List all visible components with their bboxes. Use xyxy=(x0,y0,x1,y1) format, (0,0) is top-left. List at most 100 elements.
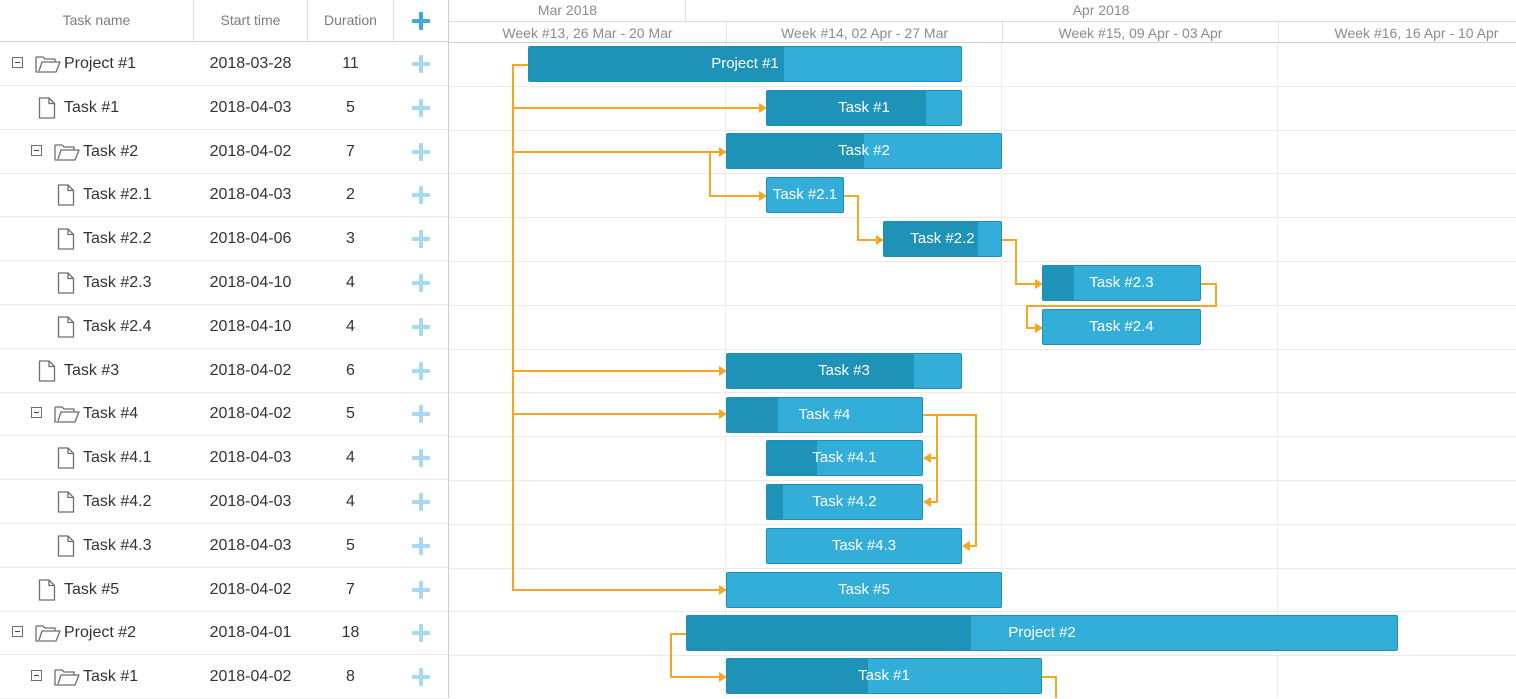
task-progress[interactable] xyxy=(687,616,971,650)
add-subtask-icon[interactable] xyxy=(412,361,430,380)
task-bar[interactable]: Task #2.1 xyxy=(766,177,844,213)
task-bar[interactable]: Task #1 xyxy=(726,658,1042,694)
link-arrow-icon xyxy=(759,191,767,201)
task-bar[interactable]: Task #1 xyxy=(766,90,962,126)
dependency-link[interactable] xyxy=(929,458,938,503)
column-separator[interactable] xyxy=(307,0,308,42)
add-task-header-icon[interactable] xyxy=(412,12,430,30)
task-bar[interactable]: Task #4.3 xyxy=(766,528,962,564)
add-subtask-icon[interactable] xyxy=(412,624,430,643)
task-progress[interactable] xyxy=(727,354,915,388)
task-duration: 2 xyxy=(346,186,355,204)
collapse-toggle-icon[interactable] xyxy=(31,407,42,419)
task-progress[interactable] xyxy=(1043,266,1075,300)
task-progress[interactable] xyxy=(727,398,778,432)
collapse-toggle-icon[interactable] xyxy=(12,626,23,638)
file-icon xyxy=(57,535,75,562)
task-progress[interactable] xyxy=(727,134,864,168)
link-arrow-icon xyxy=(876,235,884,245)
column-separator[interactable] xyxy=(393,0,394,42)
dependency-link[interactable] xyxy=(1002,239,1037,285)
task-name: Task #3 xyxy=(64,361,120,379)
task-name: Task #2.1 xyxy=(83,186,152,204)
collapse-toggle-icon[interactable] xyxy=(12,57,23,68)
task-duration: 6 xyxy=(346,361,355,379)
task-bar-label: Task #2.2 xyxy=(910,230,975,247)
dependency-link[interactable] xyxy=(844,195,878,241)
task-bar[interactable]: Project #1 xyxy=(528,46,962,82)
dependency-link[interactable] xyxy=(923,414,977,547)
task-bar[interactable]: Task #2.3 xyxy=(1042,265,1201,301)
task-progress[interactable] xyxy=(529,47,784,81)
dependency-link[interactable] xyxy=(923,414,938,459)
link-arrow-icon xyxy=(1035,323,1043,333)
task-start-time: 2018-04-10 xyxy=(209,317,292,335)
add-subtask-icon[interactable] xyxy=(412,449,430,468)
task-start-time: 2018-04-03 xyxy=(209,536,292,554)
task-bar[interactable]: Task #4 xyxy=(726,397,923,433)
task-progress[interactable] xyxy=(727,659,869,693)
link-arrow-icon xyxy=(962,541,970,551)
task-name: Task #2.3 xyxy=(83,274,152,291)
task-progress[interactable] xyxy=(884,222,978,256)
task-progress[interactable] xyxy=(767,441,817,475)
dependency-link[interactable] xyxy=(1042,676,1057,698)
collapse-toggle-icon[interactable] xyxy=(31,144,42,156)
add-subtask-icon[interactable] xyxy=(412,493,430,511)
add-subtask-icon[interactable] xyxy=(412,55,430,73)
dependency-link[interactable] xyxy=(512,64,721,591)
task-bar[interactable]: Task #4.1 xyxy=(766,440,923,476)
column-header-task-name[interactable]: Task name xyxy=(62,12,131,28)
column-header-duration[interactable]: Duration xyxy=(324,12,377,28)
dependency-link[interactable] xyxy=(670,633,721,678)
dependency-link[interactable] xyxy=(1026,283,1217,329)
task-name: Task #1 xyxy=(83,668,139,686)
task-duration: 5 xyxy=(346,536,355,554)
task-start-time: 2018-04-03 xyxy=(209,493,292,510)
column-separator[interactable] xyxy=(193,0,194,42)
task-bar[interactable]: Task #2 xyxy=(726,133,1002,169)
add-subtask-icon[interactable] xyxy=(412,668,430,687)
task-bar[interactable]: Task #2.4 xyxy=(1042,309,1201,345)
add-subtask-icon[interactable] xyxy=(412,317,430,336)
task-bar[interactable]: Task #3 xyxy=(726,353,962,389)
task-bar[interactable]: Task #2.2 xyxy=(883,221,1002,257)
add-subtask-icon[interactable] xyxy=(412,98,430,117)
week-label: Week #13, 26 Mar - 20 Mar xyxy=(502,25,673,41)
task-bar[interactable]: Project #2 xyxy=(686,615,1398,651)
task-start-time: 2018-04-03 xyxy=(209,98,292,116)
collapse-toggle-icon[interactable] xyxy=(31,670,42,682)
task-duration: 4 xyxy=(346,317,355,335)
add-subtask-icon[interactable] xyxy=(412,142,430,161)
grid-chart-divider[interactable] xyxy=(448,0,449,698)
task-progress[interactable] xyxy=(767,91,927,125)
task-duration: 11 xyxy=(342,55,359,72)
add-subtask-icon[interactable] xyxy=(412,536,430,555)
task-progress[interactable] xyxy=(767,485,783,519)
add-subtask-icon[interactable] xyxy=(412,274,430,292)
task-bar[interactable]: Task #4.2 xyxy=(766,484,923,520)
add-subtask-icon[interactable] xyxy=(412,230,430,249)
add-subtask-icon[interactable] xyxy=(412,186,430,205)
column-header-start-time[interactable]: Start time xyxy=(220,12,281,28)
dependency-link[interactable] xyxy=(709,151,761,197)
task-bar[interactable]: Task #5 xyxy=(726,572,1002,608)
task-duration: 7 xyxy=(346,580,355,598)
add-subtask-icon[interactable] xyxy=(412,405,430,424)
add-subtask-icon[interactable] xyxy=(412,580,430,599)
